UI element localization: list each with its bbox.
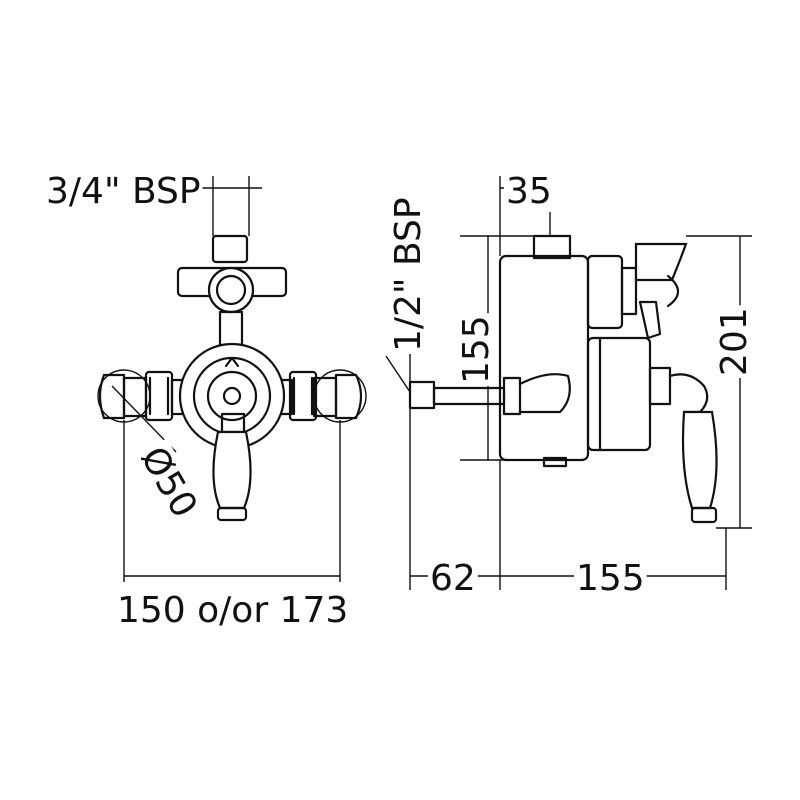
top-outlet xyxy=(176,234,288,348)
total-height-dimension: 201 xyxy=(686,235,755,529)
projection-right-label: 155 xyxy=(576,558,645,599)
label-backdrop xyxy=(115,590,351,631)
outlet-bsp-label: 1/2" BSP xyxy=(388,197,429,352)
top-dimension-label: 35 xyxy=(506,171,552,212)
total-height-label: 201 xyxy=(714,307,755,376)
label-backdrop xyxy=(714,305,755,378)
label-backdrop xyxy=(44,171,203,212)
projection-dimension: 62 155 xyxy=(409,420,727,599)
label-backdrop xyxy=(504,171,554,212)
side-view: 1/2" BSP 35 155 201 6 xyxy=(385,171,755,599)
width-dimension: 150 o/or 173 xyxy=(115,420,351,631)
outlet-dimension: 1/2" BSP xyxy=(385,195,429,420)
inner-height-dimension: 155 xyxy=(456,235,544,461)
label-backdrop xyxy=(574,558,647,599)
lever-handle xyxy=(212,412,252,522)
label-backdrop xyxy=(428,558,478,599)
label-backdrop xyxy=(131,438,206,527)
right-inlet xyxy=(288,369,367,423)
inner-height-label: 155 xyxy=(456,315,497,384)
label-backdrop xyxy=(456,313,497,386)
left-inlet xyxy=(97,369,174,423)
label-backdrop xyxy=(388,195,429,354)
valve-body xyxy=(170,342,294,450)
top-control xyxy=(620,242,688,340)
inlet-bsp-label: 3/4" BSP xyxy=(46,171,201,212)
width-label: 150 o/or 173 xyxy=(117,590,348,631)
top-dimension: 35 xyxy=(499,171,554,256)
projection-left-label: 62 xyxy=(430,558,476,599)
inlet-dimension: 3/4" BSP xyxy=(44,171,262,236)
front-view: 3/4" BSP Ø50 150 o/or 173 xyxy=(44,171,367,631)
side-lever xyxy=(648,366,718,524)
side-body xyxy=(498,234,652,468)
